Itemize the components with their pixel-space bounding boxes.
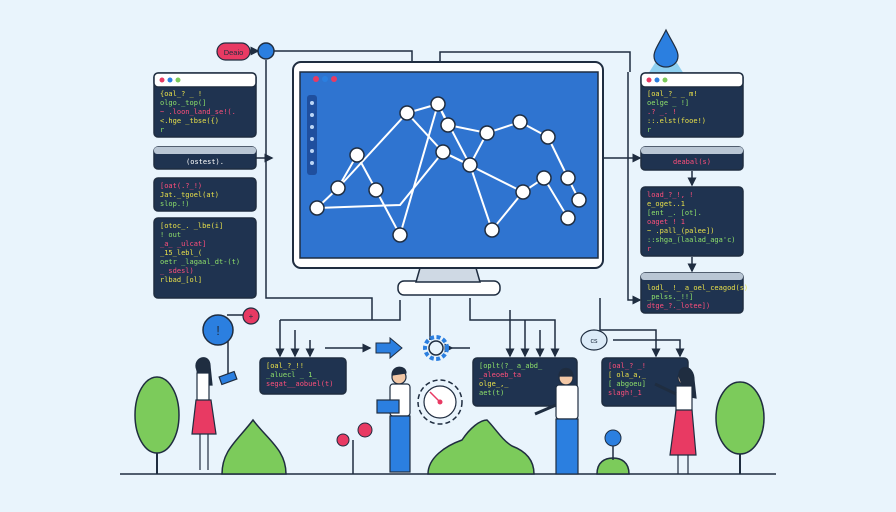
- person-man-laptop: [376, 366, 411, 473]
- code-panel: load_?_!, ! e_oget..1[ent _. [ot]. oaget…: [640, 186, 744, 257]
- code-line: dtge_?._lotee]): [647, 302, 710, 310]
- code-line: _ sdesl): [160, 267, 194, 275]
- alert-badge: !: [202, 314, 234, 346]
- code-line: aet(t): [479, 389, 504, 397]
- person-woman-tablet: [191, 357, 238, 470]
- code-line: {oal_? _ !: [160, 90, 202, 98]
- code-line: [oal_? _!: [608, 362, 646, 370]
- code-line: .? _. !: [647, 108, 677, 116]
- code-line: oetr _lagaal_dt-(t): [160, 258, 240, 266]
- code-panel: [oplt(?_ a_abd_ _aleoeb_ta olge_,_ aet(t…: [472, 357, 578, 407]
- code-panel: lodl_ !_ a_oel_ceagod(s) _pelss._!!] dtg…: [640, 272, 748, 314]
- tag-pill: Deaio: [216, 42, 251, 61]
- window-dot-icon: [159, 77, 165, 83]
- monitor: [292, 61, 604, 296]
- bush: [221, 418, 630, 475]
- person-man-pointing: [534, 367, 579, 475]
- code-line: oaget ! 1: [647, 218, 685, 226]
- code-line: r: [647, 126, 651, 134]
- code-panel: [otoc_. _lbe(i] ! out _a_ _ulcat] _15_le…: [153, 217, 257, 299]
- plus-badge: +: [242, 307, 260, 325]
- code-line: rlbad_[ol]: [160, 276, 202, 284]
- code-line: oelge _ !]: [647, 99, 689, 107]
- window-dot-icon: [175, 77, 181, 83]
- code-line: _a_ _ulcat]: [160, 240, 206, 248]
- code-line: [ ola_a,_: [608, 371, 647, 379]
- code-line: olgo._top(]: [160, 99, 206, 107]
- code-line: _aleoeb_ta: [479, 371, 521, 379]
- code-line: ::.elst(fooe!): [647, 117, 706, 125]
- code-line: [oal_?_!!: [266, 362, 304, 370]
- code-line: (ostest).: [186, 158, 224, 166]
- tree-right: [715, 381, 765, 474]
- code-line: [ abgoeu]: [608, 380, 646, 388]
- code-line: [oal_?_ _ m!: [647, 90, 698, 98]
- code-line: load_?_!, !: [647, 191, 693, 199]
- code-panel: deabal(s): [640, 146, 744, 171]
- code-panel: [oal_? _! [ ola_a,_ [ abgoeu] slagh!_1: [601, 357, 689, 407]
- code-line: slagh!_1: [608, 389, 642, 397]
- graph-nodes: [309, 96, 587, 243]
- code-panel: [oat(.?_!) Jat._tgoel(at) slop.!): [153, 177, 257, 212]
- arrow-icon: [375, 336, 403, 360]
- code-line: <.hge _tbse({): [160, 117, 219, 125]
- code-line: deabal(s): [673, 158, 711, 166]
- gear-outline: [417, 379, 463, 425]
- cs-bubble: cs: [580, 329, 608, 351]
- window-dot-icon: [654, 77, 660, 83]
- window-dot-icon: [646, 77, 652, 83]
- tag-label: Deaio: [224, 48, 244, 57]
- code-line: _15_lebl_(: [160, 249, 202, 257]
- code-line: slop.!): [160, 200, 190, 208]
- plus-text: +: [249, 312, 254, 321]
- code-line: r: [647, 245, 651, 253]
- code-line: _pelss._!!]: [647, 293, 693, 301]
- code-panel: {oal_? _ ! olgo._top(] ~ .loon_land_se!(…: [153, 72, 257, 138]
- node-circle: [257, 42, 275, 60]
- code-line: r: [160, 126, 164, 134]
- code-line: e_oget..1: [647, 200, 685, 208]
- code-panel: (ostest).: [153, 146, 257, 170]
- drop-icon: [648, 28, 684, 74]
- code-line: lodl_ !_ a_oel_ceagod(s): [647, 284, 748, 292]
- code-line: [oplt(?_ a_abd_: [479, 362, 543, 370]
- cs-text: cs: [591, 338, 599, 345]
- gear-icon: [423, 335, 449, 361]
- code-line: olge_,_: [479, 380, 509, 388]
- alert-text: !: [216, 323, 220, 338]
- line-graph: [309, 96, 587, 243]
- window-dot-icon: [167, 77, 173, 83]
- code-line: ~ .pall_(palee]): [647, 227, 714, 235]
- code-line: segat__aobuel(t): [266, 380, 333, 388]
- flowers: [336, 422, 622, 474]
- code-line: [oat(.?_!): [160, 182, 202, 190]
- code-panel: [oal_?_ _ m! oelge _ !] .? _. ! ::.elst(…: [640, 72, 744, 138]
- window-dot-icon: [662, 77, 668, 83]
- code-line: Jat._tgoel(at): [160, 191, 219, 199]
- person-woman-pointing: [654, 366, 697, 474]
- code-panel: [oal_?_!! _aluecl _ 1_ segat__aobuel(t): [259, 357, 347, 395]
- tree-left: [134, 376, 180, 474]
- code-line: ! out: [160, 231, 181, 239]
- code-line: _aluecl _ 1_: [266, 371, 317, 379]
- code-line: [ent _. [ot].: [647, 209, 702, 217]
- code-line: ~ .loon_land_se!(.: [160, 108, 236, 116]
- code-line: [otoc_. _lbe(i]: [160, 222, 223, 230]
- code-line: ::shga_(laalad_aga'c): [647, 236, 736, 244]
